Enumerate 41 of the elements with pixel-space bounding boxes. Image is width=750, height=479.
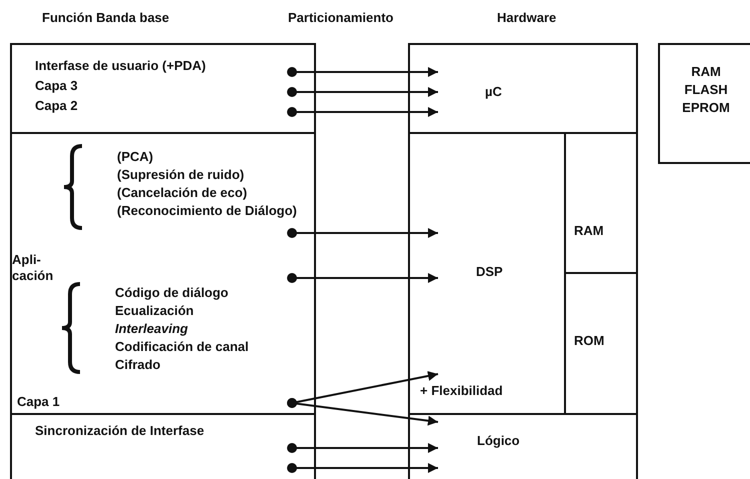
node-text: Apli- cación: [12, 252, 54, 284]
column-heading: Particionamiento: [288, 10, 394, 25]
node-text: Sincronización de Interfase: [35, 423, 206, 439]
partition-section: [10, 43, 316, 134]
hardware-block: [408, 43, 638, 134]
arrow: [287, 463, 438, 473]
arrow: [287, 107, 438, 117]
node-text: FLASH: [683, 82, 729, 98]
node-text: Código de diálogo: [115, 285, 228, 301]
node-text: (Reconocimiento de Diálogo): [117, 203, 297, 219]
arrow: [287, 228, 438, 238]
node-text: RAM: [574, 223, 604, 239]
node-text: Interleaving: [115, 321, 188, 337]
arrow: [287, 273, 438, 283]
node-text: (Cancelación de eco): [117, 185, 248, 201]
node-text: Interfase de usuario (+PDA): [35, 58, 206, 74]
node-text: Lógico: [477, 433, 520, 449]
node-text: Capa 2: [35, 98, 78, 114]
node-text: EPROM: [681, 100, 731, 116]
memory-block: [658, 43, 750, 164]
arrow: [287, 67, 438, 77]
node-text: (PCA): [117, 149, 154, 165]
arrow: [287, 87, 438, 97]
hardware-block: [408, 413, 638, 479]
node-text: Capa 3: [35, 78, 78, 94]
arrow: [287, 398, 438, 426]
partition-section: [10, 413, 316, 479]
node-text: ROM: [574, 333, 604, 349]
node-text: µC: [485, 84, 502, 100]
node-text: Cifrado: [115, 357, 160, 373]
node-text: (Supresión de ruido): [117, 167, 244, 183]
arrow: [287, 443, 438, 453]
node-text: Codificación de canal: [115, 339, 249, 355]
node-text: DSP: [476, 264, 503, 280]
node-text: Ecualización: [115, 303, 194, 319]
column-heading: Hardware: [497, 10, 556, 25]
column-heading: Función Banda base: [42, 10, 170, 25]
node-text: RAM: [690, 64, 722, 80]
node-text: Capa 1: [17, 394, 60, 410]
partition-section: [10, 132, 316, 415]
node-text: + Flexibilidad: [420, 383, 503, 399]
